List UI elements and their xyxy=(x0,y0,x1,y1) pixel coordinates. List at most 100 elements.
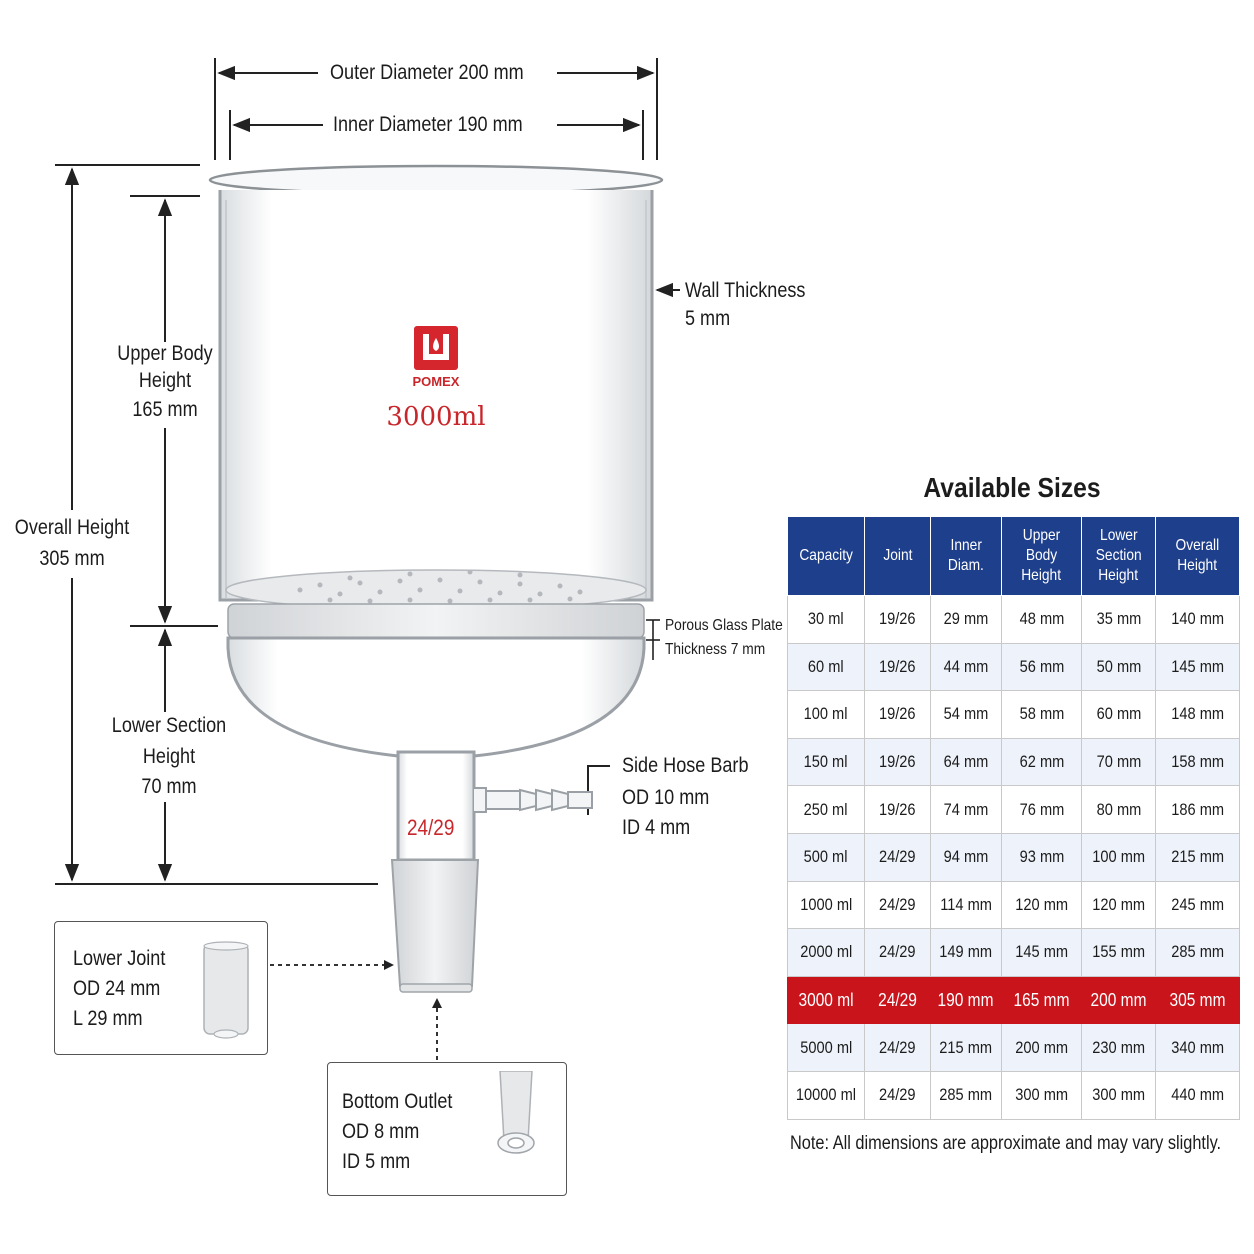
table-cell: 120 mm xyxy=(1001,880,1082,930)
outer-diameter-label: Outer Diameter 200 mm xyxy=(330,61,524,84)
upper-body-label: Upper Body xyxy=(117,342,213,365)
available-sizes-title: Available Sizes xyxy=(923,472,1101,503)
table-cell: 300 mm xyxy=(1081,1070,1156,1120)
table-cell: 1000 ml xyxy=(787,880,865,930)
table-cell: 140 mm xyxy=(1155,595,1240,644)
lower-joint-icon xyxy=(203,941,249,1039)
table-cell: 158 mm xyxy=(1155,737,1240,787)
header-text: Diam. xyxy=(948,557,984,574)
table-cell: 24/29 xyxy=(864,832,931,882)
outer-diameter-line xyxy=(214,58,658,160)
lower-section-label-2: Height xyxy=(142,745,196,768)
table-cell: 19/26 xyxy=(864,737,931,787)
upper-body-value: 165 mm xyxy=(132,398,198,421)
table-cell: 100 ml xyxy=(787,690,865,739)
lower-joint-length: L 29 mm xyxy=(73,1007,143,1030)
table-cell: 165 mm xyxy=(1001,975,1082,1025)
table-cell: 149 mm xyxy=(930,928,1002,977)
table-cell: 54 mm xyxy=(930,690,1002,739)
funnel-body xyxy=(208,164,664,993)
table-cell: 56 mm xyxy=(1001,642,1082,692)
header-text: Inner xyxy=(950,537,982,554)
table-cell: 150 ml xyxy=(787,737,865,787)
table-cell: 114 mm xyxy=(930,880,1002,930)
table-cell: 24/29 xyxy=(864,880,931,930)
table-cell: 44 mm xyxy=(930,642,1002,692)
plate-thickness-label: Thickness 7 mm xyxy=(665,641,766,658)
table-cell: 190 mm xyxy=(930,975,1002,1025)
table-cell: 76 mm xyxy=(1001,785,1082,834)
table-cell: 305 mm xyxy=(1155,975,1240,1025)
table-cell: 29 mm xyxy=(930,595,1002,644)
header-cell: Joint xyxy=(864,516,931,596)
header-text: Joint xyxy=(882,547,913,564)
lower-section-value: 70 mm xyxy=(141,775,197,798)
table-cell: 24/29 xyxy=(864,1070,931,1120)
wall-thickness-value: 5 mm xyxy=(685,307,731,330)
header-text: Overall xyxy=(1175,537,1220,554)
table-cell: 500 ml xyxy=(787,832,865,882)
bottom-outlet-callout: Bottom Outlet OD 8 mm ID 5 mm xyxy=(327,1062,567,1196)
upper-body-label-2: Height xyxy=(138,369,192,392)
hose-barb-label: Side Hose Barb xyxy=(622,754,749,777)
brand-name: POMEX xyxy=(412,374,460,389)
table-cell: 155 mm xyxy=(1081,928,1156,977)
header-text: Upper Body xyxy=(1022,527,1061,564)
lower-joint-callout: Lower Joint OD 24 mm L 29 mm xyxy=(54,921,268,1055)
table-cell: 100 mm xyxy=(1081,832,1156,882)
table-cell: 24/29 xyxy=(864,928,931,977)
table-cell: 215 mm xyxy=(930,1023,1002,1072)
overall-height-label: Overall Height xyxy=(14,516,130,539)
table-cell: 93 mm xyxy=(1001,832,1082,882)
header-text: Height xyxy=(1177,557,1218,574)
pomex-logo-icon xyxy=(414,326,458,370)
table-cell: 285 mm xyxy=(930,1070,1002,1120)
table-cell: 250 ml xyxy=(787,785,865,834)
table-cell: 50 mm xyxy=(1081,642,1156,692)
table-cell: 230 mm xyxy=(1081,1023,1156,1072)
upper-body-line xyxy=(130,195,218,627)
table-cell: 60 ml xyxy=(787,642,865,692)
table-cell: 19/26 xyxy=(864,595,931,644)
table-cell: 120 mm xyxy=(1081,880,1156,930)
overall-height-line xyxy=(55,164,378,885)
capacity-mark: 3000ml xyxy=(386,402,486,432)
hose-barb xyxy=(485,788,593,812)
table-cell: 80 mm xyxy=(1081,785,1156,834)
lower-section-label: Lower Section xyxy=(111,714,227,737)
bottom-outlet-icon xyxy=(497,1071,535,1154)
header-text: Lower xyxy=(1099,527,1138,544)
table-cell: 19/26 xyxy=(864,690,931,739)
porous-plate-holes xyxy=(297,569,583,604)
table-cell: 186 mm xyxy=(1155,785,1240,834)
table-cell: 10000 ml xyxy=(787,1070,865,1120)
table-cell: 35 mm xyxy=(1081,595,1156,644)
table-cell: 285 mm xyxy=(1155,928,1240,977)
table-cell: 48 mm xyxy=(1001,595,1082,644)
table-cell: 19/26 xyxy=(864,785,931,834)
table-cell: 58 mm xyxy=(1001,690,1082,739)
lower-joint-title: Lower Joint xyxy=(73,947,166,970)
table-cell: 30 ml xyxy=(787,595,865,644)
plate-thickness-line xyxy=(646,619,660,660)
hose-barb-id: ID 4 mm xyxy=(622,816,691,839)
table-cell: 440 mm xyxy=(1155,1070,1240,1120)
table-cell: 74 mm xyxy=(930,785,1002,834)
table-cell: 2000 ml xyxy=(787,928,865,977)
hose-barb-od: OD 10 mm xyxy=(622,786,710,809)
